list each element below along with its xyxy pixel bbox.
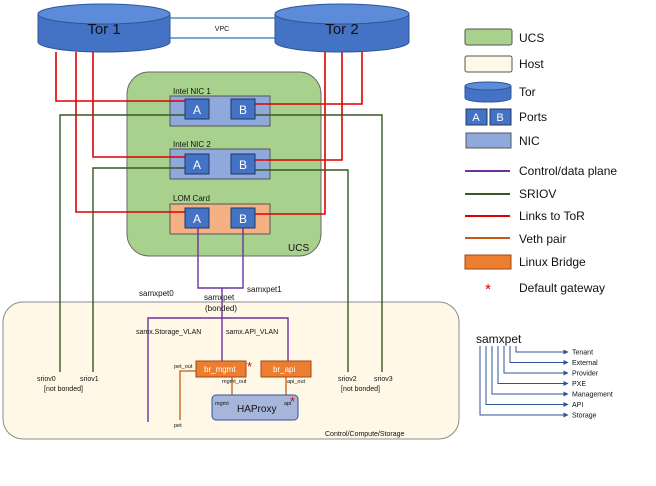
tree-branch-pxe (497, 346, 569, 386)
lom-card-label: LOM Card (173, 194, 210, 203)
tree-item-storage: Storage (572, 413, 597, 420)
bond-note-label: (bonded) (205, 304, 237, 313)
tor-1-label: Tor 1 (87, 21, 120, 38)
svg-text:B: B (239, 158, 247, 172)
br-mgmt-label: br_mgmt (204, 365, 236, 374)
nic-1-ports: A B (184, 98, 256, 120)
legend-bridge-swatch (464, 254, 512, 270)
tree-branch-storage (479, 346, 569, 418)
svg-text:B: B (239, 103, 247, 117)
tor-2: Tor 2 (274, 3, 410, 53)
sriov-right-note: [not bonded] (341, 386, 380, 393)
links-to-tor (55, 52, 363, 215)
nic-2-label: Intel NIC 2 (173, 140, 211, 149)
nic-2-port-a (184, 153, 210, 175)
tree-item-management: Management (572, 392, 613, 399)
svg-text:A: A (472, 112, 480, 124)
legend-gateway-mark: * (485, 281, 491, 298)
pet-label: pet (174, 423, 182, 429)
tree-branch-external (509, 346, 569, 365)
legend-ports-label: Ports (519, 110, 547, 124)
sriov-left-note: [not bonded] (44, 386, 83, 393)
mgmt-out-label: mgmt_out (222, 379, 247, 385)
legend-port-a-swatch (465, 108, 488, 126)
br-mgmt-gateway-mark: * (247, 359, 252, 374)
haproxy-label: HAProxy (237, 404, 276, 415)
sriov3-label: sriov3 (374, 376, 393, 383)
legend-control-label: Control/data plane (519, 164, 617, 178)
legend-nic-label: NIC (519, 134, 540, 148)
legend-port-b-swatch (489, 108, 512, 126)
nic-1-port-b (230, 98, 256, 120)
tree-item-external: External (572, 360, 598, 367)
sriov1-label: sriov1 (80, 376, 99, 383)
control-plane-lines (147, 225, 289, 422)
svg-text:B: B (496, 112, 503, 124)
tree-item-pxe: PXE (572, 381, 586, 388)
tree-item-api: API (572, 402, 583, 409)
nic-2-ports: A B (184, 153, 256, 175)
br-api-bridge (260, 360, 312, 378)
haproxy-api-label: api (284, 401, 291, 407)
tor-1: Tor 1 (37, 3, 171, 53)
nic-2-port-b (230, 153, 256, 175)
nic-1-label: Intel NIC 1 (173, 87, 211, 96)
tree-root-label: samxpet (476, 332, 522, 346)
br-mgmt-bridge (195, 360, 247, 378)
tree-branch-management (491, 346, 569, 397)
sriov2-label: sriov2 (338, 376, 357, 383)
api-out-label: api_out (287, 379, 306, 385)
legend-gateway-label: Default gateway (519, 281, 605, 295)
svg-text:B: B (239, 212, 247, 226)
legend-tor-label: Tor (519, 85, 536, 99)
tree-item-provider: Provider (572, 371, 599, 378)
lom-port-b (230, 207, 256, 229)
storage-vlan-label: samx.Storage_VLAN (136, 329, 201, 336)
lom-card-ports: A B (184, 207, 256, 229)
legend-bridge-label: Linux Bridge (519, 255, 586, 269)
svg-text:A: A (193, 103, 201, 117)
tree-branch-provider (503, 346, 569, 376)
veth-lines (179, 370, 287, 420)
api-vlan-label: samx.API_VLAN (226, 329, 278, 336)
lom-port-a (184, 207, 210, 229)
tor-2-label: Tor 2 (325, 21, 358, 38)
haproxy-gateway-mark: * (290, 394, 295, 409)
legend: UCS Host Tor A B Ports NIC Control/data … (464, 28, 617, 298)
legend-sriov-label: SRIOV (519, 187, 556, 201)
legend-nic-swatch (465, 132, 512, 149)
bond-right-label: samxpet1 (247, 285, 282, 294)
svg-text:A: A (193, 158, 201, 172)
legend-tor-swatch (464, 81, 512, 103)
svg-text:A: A (193, 212, 201, 226)
sriov0-label: sriov0 (37, 376, 56, 383)
pet-out-label: pet_out (174, 364, 193, 370)
vpc-label: VPC (215, 26, 229, 33)
br-api-label: br_api (273, 365, 295, 374)
legend-links-label: Links to ToR (519, 209, 585, 223)
vpc-link: VPC (170, 17, 275, 39)
legend-ucs-label: UCS (519, 31, 544, 45)
ucs-label: UCS (288, 243, 309, 254)
bond-left-label: samxpet0 (139, 289, 174, 298)
haproxy-box (211, 394, 299, 421)
legend-host-label: Host (519, 57, 544, 71)
haproxy-mgmt-label: mgmt (215, 401, 229, 407)
nic-1-port-a (184, 98, 210, 120)
tree-branch-api (485, 346, 569, 407)
legend-host-swatch (464, 55, 513, 73)
bond-name-label: samxpet (204, 293, 235, 302)
tree-item-tenant: Tenant (572, 350, 593, 357)
legend-veth-label: Veth pair (519, 232, 566, 246)
host-label: Control/Compute/Storage (325, 431, 404, 438)
legend-ucs-swatch (464, 28, 513, 46)
sriov-lines (59, 114, 383, 372)
tree-branch-tenant (515, 346, 569, 355)
